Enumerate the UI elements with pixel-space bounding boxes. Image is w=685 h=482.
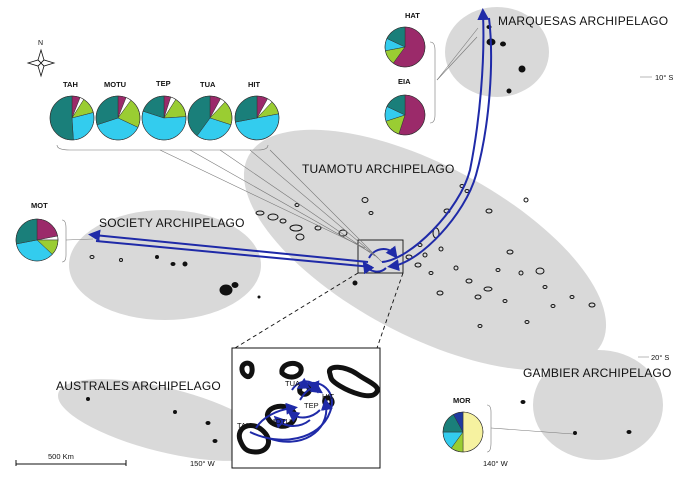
north-arrow-icon: N — [26, 40, 56, 78]
inset-label-motu: MOTU — [269, 417, 291, 426]
inset-label-hit: HIT — [322, 392, 335, 401]
pie-mor: MOR — [442, 396, 484, 453]
pie-hat: HAT — [384, 11, 426, 68]
marquesas-label: MARQUESAS ARCHIPELAGO — [498, 14, 668, 28]
pie-outline — [187, 95, 233, 141]
pie-outline — [95, 95, 141, 141]
marquesas-region — [445, 7, 549, 97]
pie-slice-mor-yellow — [462, 411, 484, 453]
pie-outline — [384, 26, 426, 68]
graticule: 10° S 20° S 150° W 140° W — [190, 73, 673, 468]
pie-slice-tah-teal — [49, 95, 74, 141]
pie-eia: EIA — [384, 77, 426, 136]
pie-label-eia: EIA — [398, 77, 411, 86]
pie-hit: HIT — [234, 80, 280, 141]
scale-bar-label: 500 Km — [48, 452, 74, 461]
lon-150w-label: 150° W — [190, 459, 216, 468]
inset-map: TUA TEP HIT MOTU TAH — [231, 347, 381, 469]
australes-region — [57, 379, 273, 461]
pie-tep: TEP — [141, 79, 187, 141]
society-label: SOCIETY ARCHIPELAGO — [99, 216, 245, 230]
tuamotu-label: TUAMOTU ARCHIPELAGO — [302, 162, 455, 176]
pie-charts: HAT EIA TAH MOTU TEP TUA HIT MOT MOR — [15, 11, 484, 453]
pie-label-hit: HIT — [248, 80, 261, 89]
pie-mot: MOT — [15, 201, 59, 262]
pie-label-tep: TEP — [156, 79, 171, 88]
lat-20s-label: 20° S — [651, 353, 669, 362]
pie-outline — [15, 218, 59, 262]
pie-outline — [384, 94, 426, 136]
pie-outline — [234, 95, 280, 141]
scale-bar: 500 Km — [15, 452, 127, 466]
lat-10s-label: 10° S — [655, 73, 673, 82]
pie-label-motu: MOTU — [104, 80, 126, 89]
leader-lines — [56, 27, 574, 453]
north-label: N — [38, 40, 43, 47]
pie-tua: TUA — [187, 80, 233, 141]
pie-label-hat: HAT — [405, 11, 420, 20]
pie-label-mot: MOT — [31, 201, 48, 210]
pie-slice-mot-teal — [15, 218, 38, 245]
pie-outline — [49, 95, 95, 141]
gambier-label: GAMBIER ARCHIPELAGO — [523, 366, 672, 380]
inset-label-tep: TEP — [304, 401, 319, 410]
pie-outline — [442, 411, 484, 453]
zoom-box — [357, 239, 404, 274]
pie-label-tua: TUA — [200, 80, 216, 89]
lon-140w-label: 140° W — [483, 459, 509, 468]
pie-label-mor: MOR — [453, 396, 471, 405]
pie-slice-hit-teal — [234, 95, 258, 123]
dispersal-routes — [88, 8, 493, 275]
australes-label: AUSTRALES ARCHIPELAGO — [56, 379, 221, 393]
pie-tah: TAH — [49, 80, 95, 141]
pie-motu: MOTU — [95, 80, 141, 141]
pie-label-tah: TAH — [63, 80, 78, 89]
inset-label-tua: TUA — [285, 379, 300, 388]
inset-label-tah: TAH — [237, 421, 251, 430]
pie-outline — [141, 95, 187, 141]
